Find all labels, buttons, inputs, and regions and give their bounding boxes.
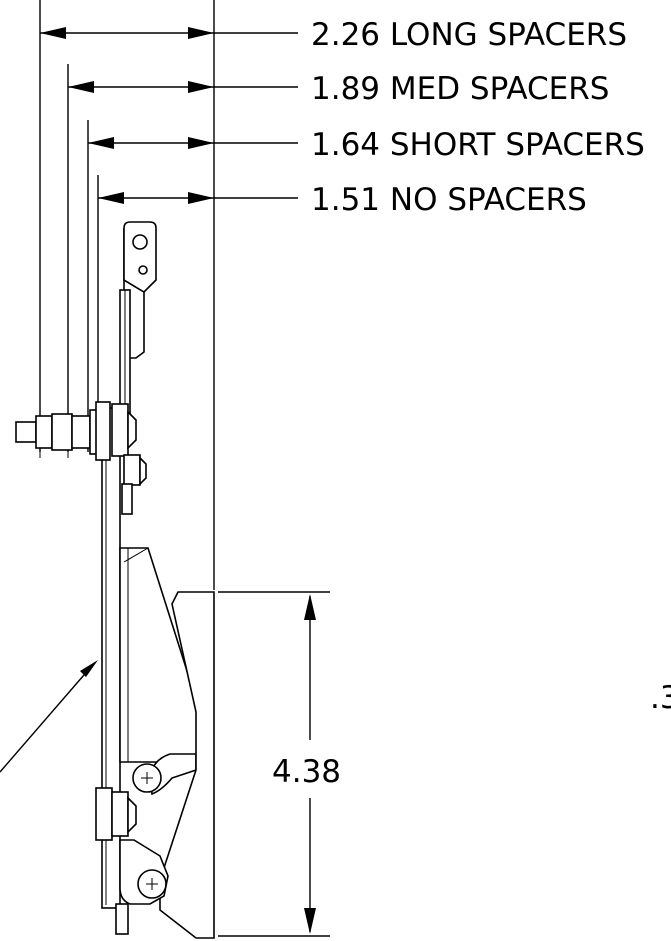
label-short-spacers: 1.64 SHORT SPACERS — [311, 127, 645, 163]
label-height: 4.38 — [272, 754, 341, 790]
dimension-height: 4.38 — [218, 591, 341, 937]
dimension-long-spacers: 2.26 LONG SPACERS — [39, 0, 627, 452]
label-partial-dimension: .3 — [650, 680, 671, 716]
spacer-stack — [15, 409, 103, 458]
dimension-med-spacers: 1.89 MED SPACERS — [67, 64, 609, 452]
leader-arrow — [0, 660, 98, 773]
label-med-spacers: 1.89 MED SPACERS — [311, 71, 609, 107]
bracket-assembly — [15, 221, 215, 939]
dimension-no-spacers: 1.51 NO SPACERS — [97, 175, 587, 405]
dimension-short-spacers: 1.64 SHORT SPACERS — [87, 120, 645, 452]
label-no-spacers: 1.51 NO SPACERS — [311, 182, 587, 218]
label-long-spacers: 2.26 LONG SPACERS — [311, 17, 627, 53]
